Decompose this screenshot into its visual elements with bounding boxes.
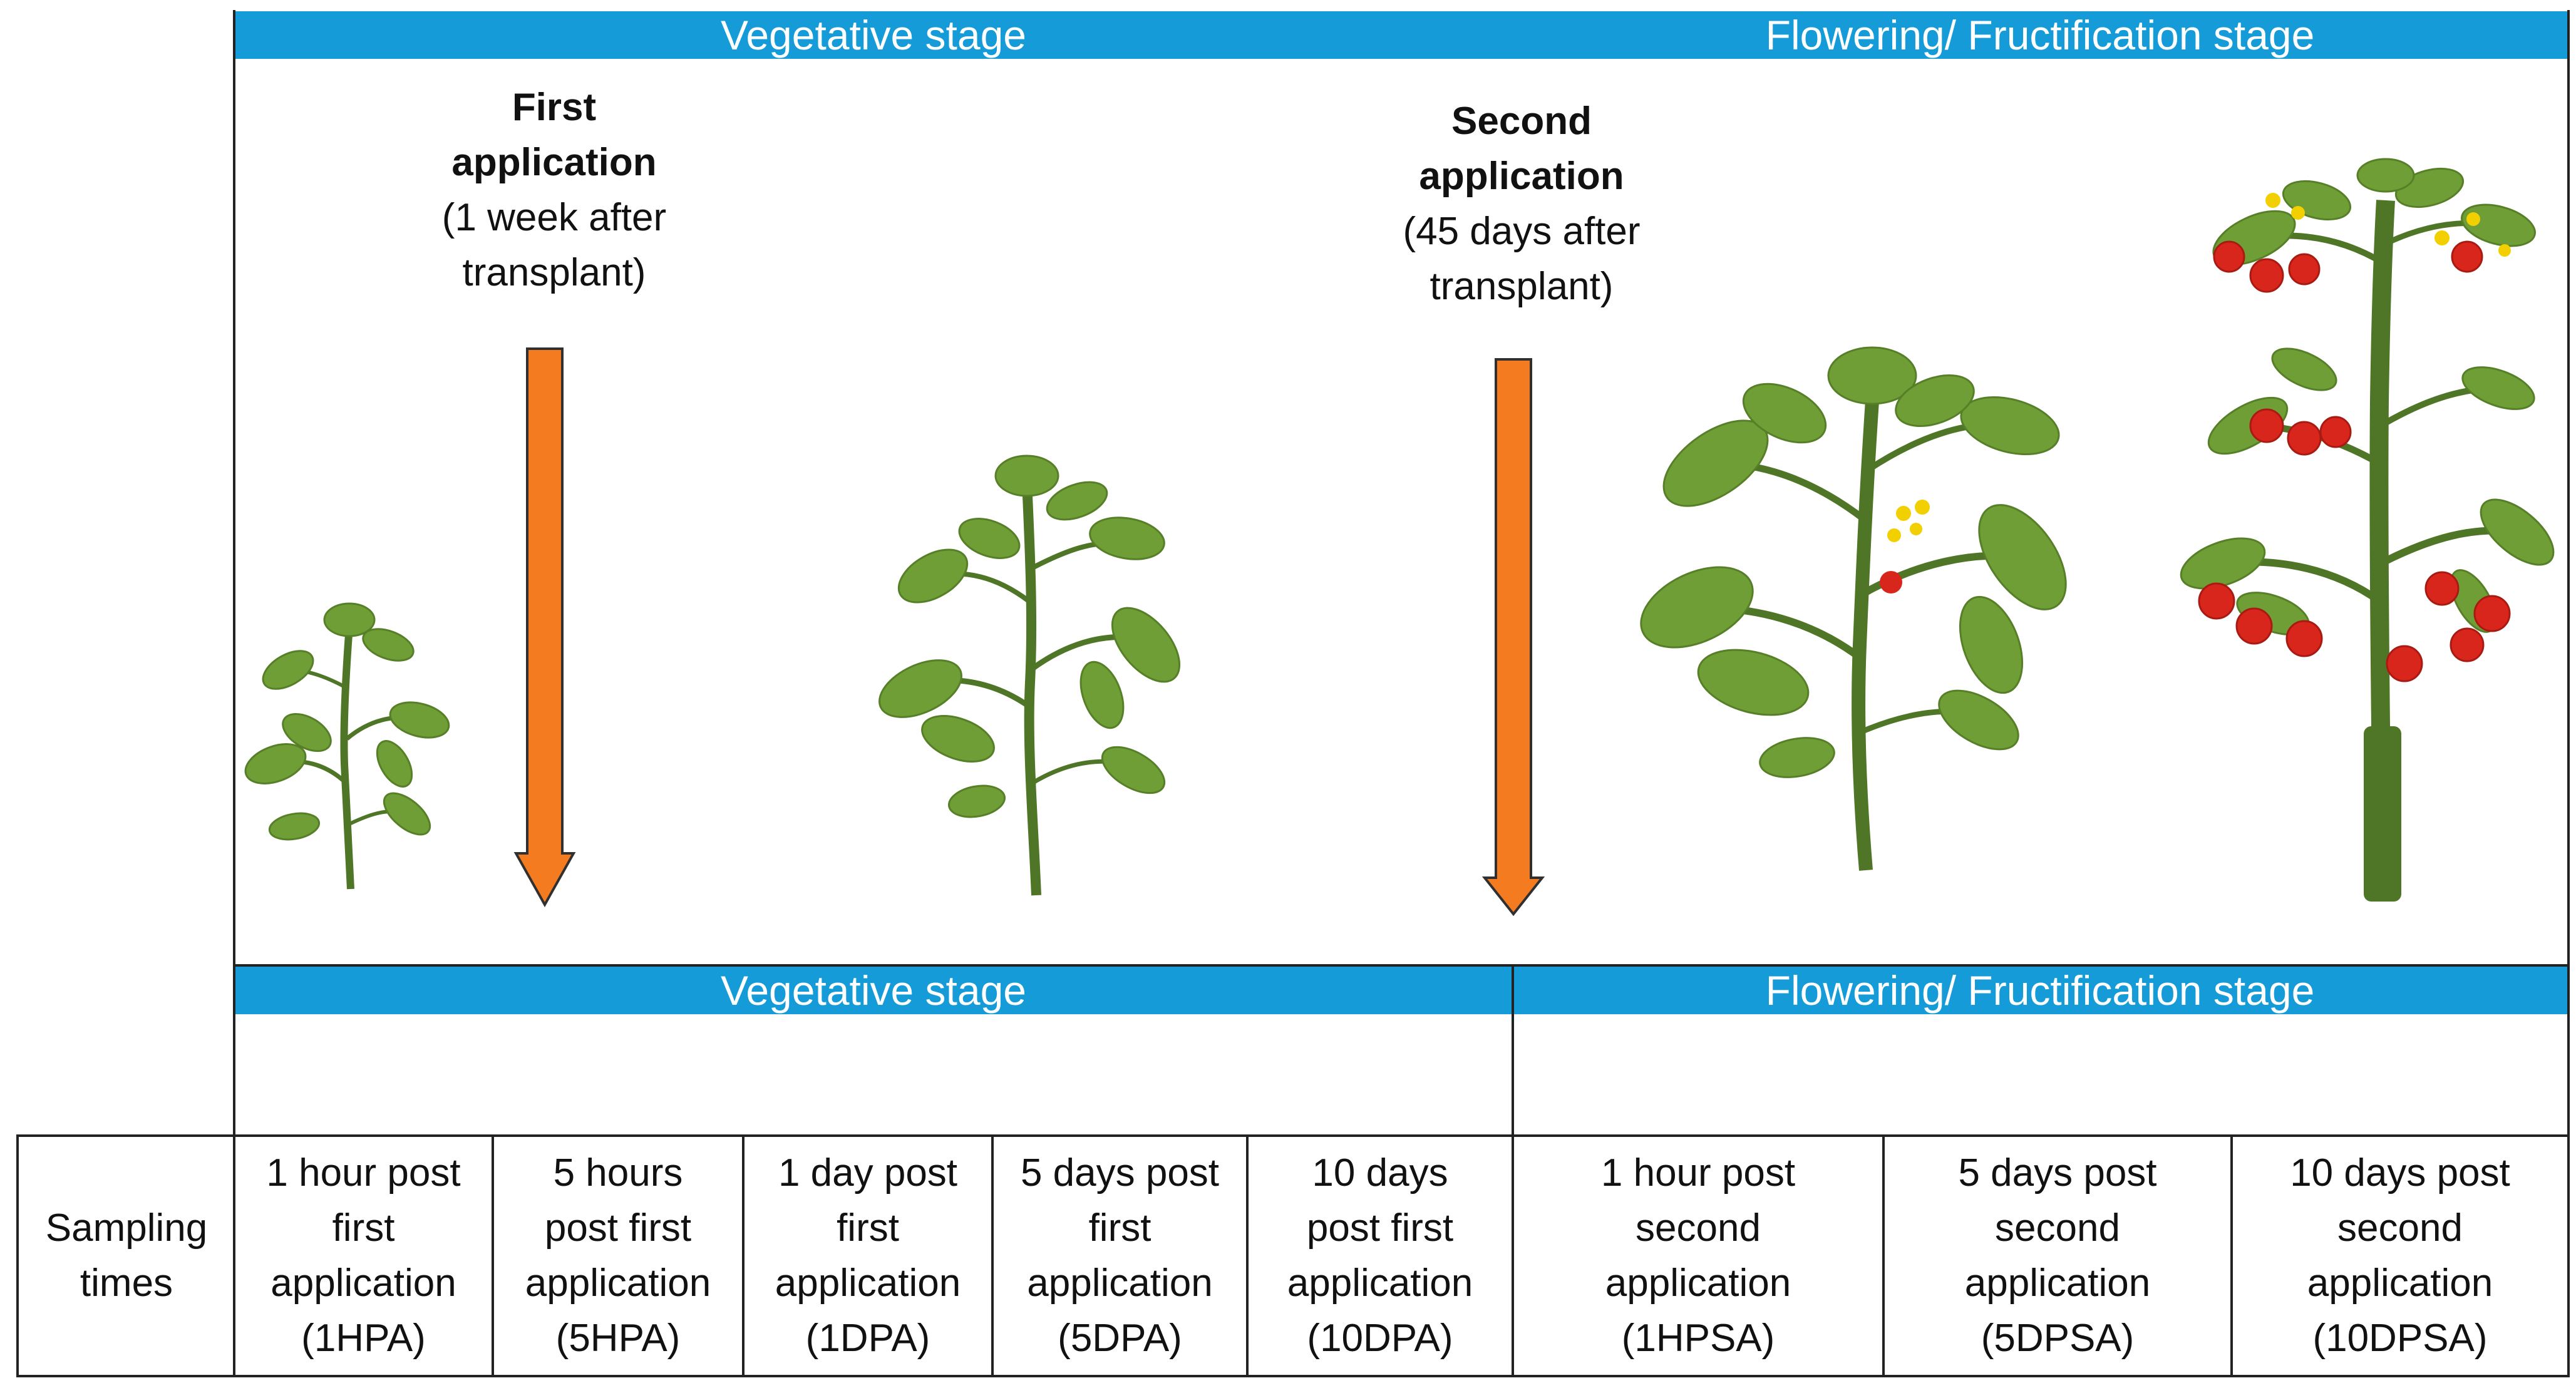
cell-line: application <box>775 1262 961 1305</box>
cell-line: second <box>1636 1206 1761 1250</box>
cell-line: (5HPA) <box>555 1317 681 1360</box>
sampling-cell-10dpa: 10 days post first application (10DPA) <box>1249 1137 1512 1375</box>
row-header-line-2: times <box>80 1262 173 1305</box>
table-col-divider <box>1246 1134 1249 1377</box>
cell-line: (5DPA) <box>1058 1317 1182 1360</box>
table-col-divider <box>1882 1134 1885 1377</box>
cell-line: 1 hour post <box>266 1151 461 1195</box>
cell-line: application <box>270 1262 456 1305</box>
cell-line: first <box>837 1206 899 1250</box>
cell-line: 1 hour post <box>1600 1151 1796 1195</box>
table-col-divider <box>991 1134 994 1377</box>
second-application-label: Second application (45 days after transp… <box>1365 94 1678 314</box>
first-application-detail-1: (1 week after <box>441 196 667 239</box>
cell-line: (10DPSA) <box>2312 1317 2488 1360</box>
cell-line: application <box>1287 1262 1473 1305</box>
cell-line: application <box>1605 1262 1791 1305</box>
cell-line: 5 days post <box>1020 1151 1220 1195</box>
sampling-cell-1hpsa: 1 hour post second application (1HPSA) <box>1514 1137 1882 1375</box>
cell-line: first <box>332 1206 395 1250</box>
row-header-sampling-times: Sampling times <box>19 1137 234 1375</box>
cell-line: (5DPSA) <box>1981 1317 2135 1360</box>
second-application-title-1: Second <box>1451 100 1592 143</box>
cell-line: post first <box>544 1206 692 1250</box>
cell-line: 10 days <box>1312 1151 1448 1195</box>
cell-line: application <box>525 1262 711 1305</box>
cell-line: first <box>1088 1206 1151 1250</box>
sampling-cell-5hpa: 5 hours post first application (5HPA) <box>494 1137 742 1375</box>
cell-line: (1DPA) <box>805 1317 930 1360</box>
cell-line: 1 day post <box>778 1151 958 1195</box>
cell-line: (10DPA) <box>1307 1317 1453 1360</box>
cell-line: second <box>1995 1206 2120 1250</box>
cell-line: application <box>1027 1262 1213 1305</box>
spacer-middle-divider <box>1512 967 1514 1137</box>
down-arrow-icon <box>1481 358 1545 917</box>
second-application-detail-2: transplant) <box>1430 265 1614 308</box>
plant-illustration-panel <box>233 10 2570 967</box>
second-application-title-2: application <box>1419 155 1624 198</box>
sampling-cell-5dpa: 5 days post first application (5DPA) <box>994 1137 1246 1375</box>
vegetative-stage-header-lower: Vegetative stage <box>234 967 1513 1014</box>
vegetative-stage-header: Vegetative stage <box>234 11 1513 59</box>
cell-line: post first <box>1306 1206 1454 1250</box>
flowering-plant-icon <box>1640 346 2067 871</box>
sampling-times-table <box>16 1134 2570 1377</box>
cell-line: 5 hours <box>553 1151 683 1195</box>
second-application-detail-1: (45 days after <box>1403 210 1641 253</box>
cell-line: (1HPA) <box>301 1317 426 1360</box>
spacer-left-border <box>233 967 235 1137</box>
table-col-divider <box>2230 1134 2233 1377</box>
first-application-label: First application (1 week after transpla… <box>401 80 708 301</box>
fruiting-tomato-plant-icon <box>2180 158 2555 902</box>
flowering-stage-header-lower: Flowering/ Fructification stage <box>1513 967 2567 1014</box>
table-col-divider <box>1512 1134 1514 1377</box>
cell-line: application <box>1964 1262 2151 1305</box>
table-col-divider <box>233 1134 235 1377</box>
spacer-right-border <box>2567 967 2570 1137</box>
cell-line: 5 days post <box>1958 1151 2157 1195</box>
young-plant-icon <box>878 455 1181 896</box>
row-header-line-1: Sampling <box>45 1206 208 1250</box>
first-application-title-2: application <box>451 141 657 184</box>
first-application-detail-2: transplant) <box>462 251 646 294</box>
sampling-cell-10dpsa: 10 days post second application (10DPSA) <box>2233 1137 2567 1375</box>
cell-line: 10 days post <box>2290 1151 2510 1195</box>
cell-line: second <box>2337 1206 2463 1250</box>
cell-line: application <box>2307 1262 2493 1305</box>
sampling-cell-1dpa: 1 day post first application (1DPA) <box>744 1137 991 1375</box>
sampling-cell-1hpa: 1 hour post first application (1HPA) <box>235 1137 492 1375</box>
flowering-stage-header: Flowering/ Fructification stage <box>1513 11 2567 59</box>
table-col-divider <box>492 1134 494 1377</box>
cell-line: (1HPSA) <box>1621 1317 1775 1360</box>
small-seedling-icon <box>244 602 450 890</box>
first-application-title-1: First <box>512 86 597 129</box>
table-col-divider <box>742 1134 744 1377</box>
down-arrow-icon <box>513 347 576 908</box>
sampling-cell-5dpsa: 5 days post second application (5DPSA) <box>1885 1137 2230 1375</box>
